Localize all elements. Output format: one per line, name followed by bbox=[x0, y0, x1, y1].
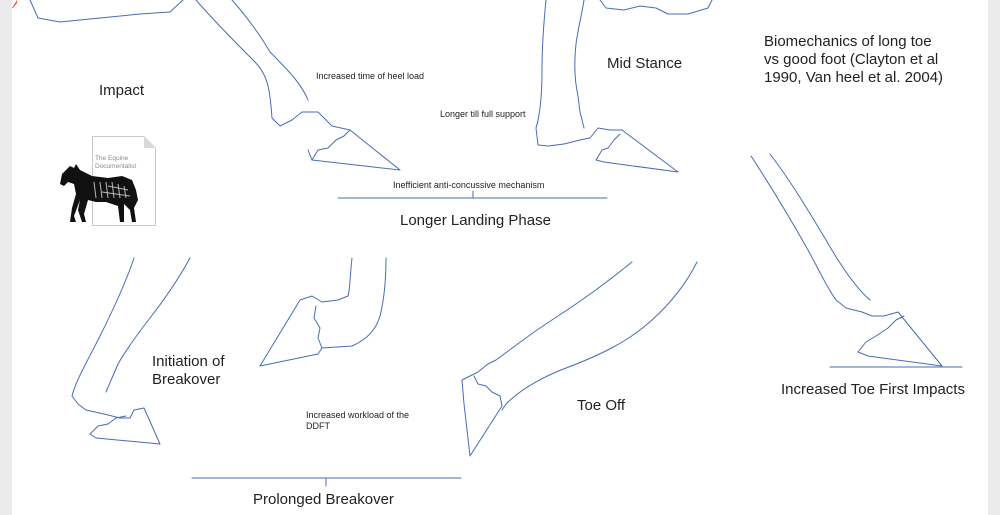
orange-corner-mark bbox=[12, 0, 17, 8]
slide-canvas bbox=[12, 0, 988, 515]
label-landing-phase: Longer Landing Phase bbox=[400, 212, 551, 229]
leg-toe-first bbox=[750, 153, 963, 368]
mid-stance-fragment bbox=[599, 0, 713, 15]
label-initiation-breakover: Initiation of Breakover bbox=[152, 353, 225, 388]
leg-toe-off bbox=[461, 261, 698, 457]
leg-mid-stance bbox=[535, 0, 679, 173]
label-toe-first: Increased Toe First Impacts bbox=[781, 381, 965, 398]
impact-leg-fragment bbox=[29, 0, 184, 23]
leg-ddft bbox=[259, 257, 387, 367]
label-toe-off: Toe Off bbox=[577, 397, 626, 414]
label-anti-concussive: Inefficient anti-concussive mechanism bbox=[393, 180, 545, 190]
logo-document-icon: The Equine Documentalist bbox=[92, 136, 156, 226]
logo-text: The Equine Documentalist bbox=[95, 155, 137, 171]
scrollbar-track[interactable] bbox=[989, 0, 1000, 515]
label-heel-load: Increased time of heel load bbox=[316, 71, 425, 81]
label-impact: Impact bbox=[99, 82, 145, 99]
label-full-support: Longer till full support bbox=[440, 109, 526, 119]
label-mid-stance: Mid Stance bbox=[607, 55, 683, 72]
diagram-title: Biomechanics of long toe vs good foot (C… bbox=[764, 33, 944, 86]
leg-heel-load bbox=[195, 0, 401, 171]
leg-breakover bbox=[71, 257, 191, 445]
label-ddft: Increased workload of the DDFT bbox=[306, 410, 410, 431]
prolonged-breakover-bracket bbox=[191, 477, 462, 487]
label-prolonged-breakover: Prolonged Breakover bbox=[253, 491, 394, 508]
landing-phase-bracket bbox=[337, 190, 608, 199]
